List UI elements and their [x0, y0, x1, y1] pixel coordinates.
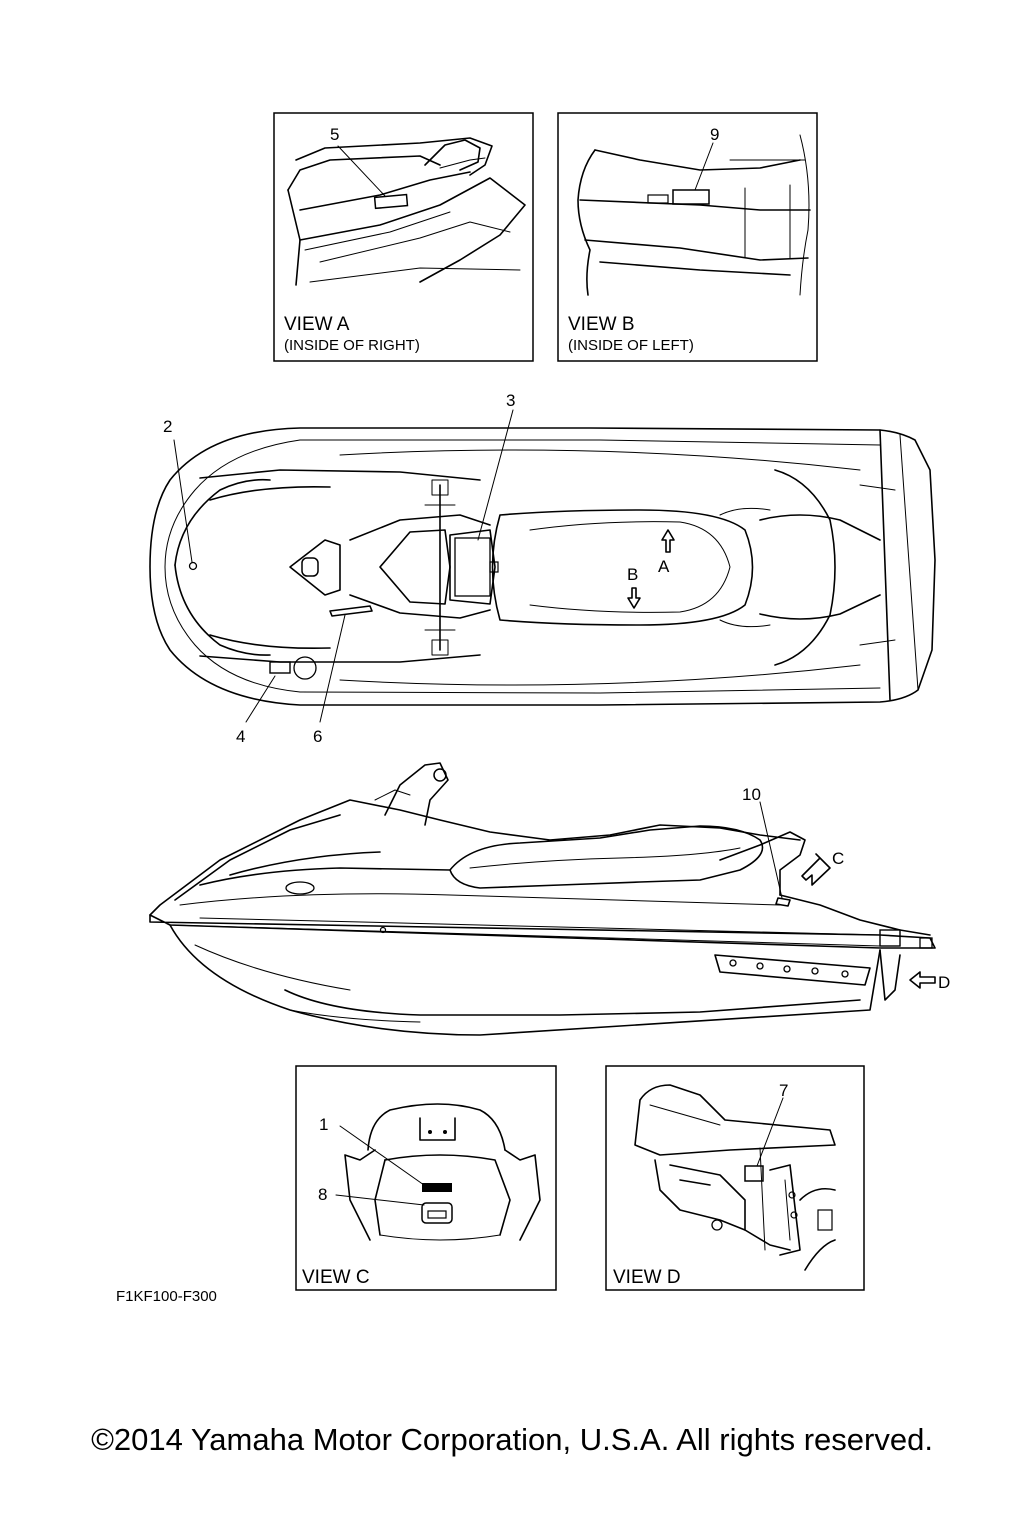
- arrow-label-c: C: [832, 849, 844, 868]
- callout-2: 2: [163, 417, 172, 436]
- view-a-drawing: [287, 137, 526, 286]
- arrow-label-b: B: [627, 565, 638, 584]
- view-d-drawing: [634, 1084, 836, 1271]
- view-b-drawing: [577, 134, 811, 296]
- view-d-title: VIEW D: [613, 1267, 681, 1288]
- arrow-a-icon: [661, 529, 675, 553]
- side-view-watercraft: [149, 762, 936, 1036]
- callout-3: 3: [506, 391, 515, 410]
- view-b-subtitle: (INSIDE OF LEFT): [568, 337, 694, 354]
- copyright-notice: ©2014 Yamaha Motor Corporation, U.S.A. A…: [91, 1422, 933, 1457]
- callout-1: 1: [319, 1115, 328, 1134]
- view-b-title: VIEW B: [568, 314, 635, 335]
- view-d-panel: 7 VIEW D: [605, 1065, 865, 1291]
- callout-10: 10: [742, 785, 761, 804]
- callout-9: 9: [710, 125, 719, 144]
- callout-7: 7: [779, 1081, 788, 1100]
- arrow-b-icon: [627, 587, 641, 609]
- arrow-label-a: A: [658, 557, 670, 576]
- view-c-title: VIEW C: [302, 1267, 370, 1288]
- view-c-panel: 1 8 VIEW C: [295, 1065, 557, 1291]
- view-c-drawing: [335, 1103, 541, 1241]
- decal-5: [373, 193, 409, 210]
- decal-10: [775, 897, 791, 907]
- arrow-c-icon: [801, 853, 831, 886]
- view-b-panel: 9 VIEW B (INSIDE OF LEFT): [557, 112, 818, 362]
- callout-5: 5: [330, 125, 339, 144]
- figure-code: F1KF100-F300: [116, 1288, 217, 1305]
- callout-4: 4: [236, 727, 245, 746]
- view-a-subtitle: (INSIDE OF RIGHT): [284, 337, 420, 354]
- top-view-watercraft: [149, 409, 936, 723]
- decal-8: [421, 1202, 453, 1224]
- decal-7: [744, 1165, 764, 1182]
- decal-6: [329, 605, 373, 617]
- decal-1: [422, 1183, 452, 1192]
- view-a-panel: 5 VIEW A (INSIDE OF RIGHT): [273, 112, 534, 362]
- decal-4: [269, 661, 291, 674]
- view-a-title: VIEW A: [284, 314, 350, 335]
- arrow-d-icon: [909, 971, 936, 989]
- callout-6: 6: [313, 727, 322, 746]
- callout-8: 8: [318, 1185, 327, 1204]
- decal-9: [672, 189, 710, 205]
- arrow-label-d: D: [938, 973, 950, 992]
